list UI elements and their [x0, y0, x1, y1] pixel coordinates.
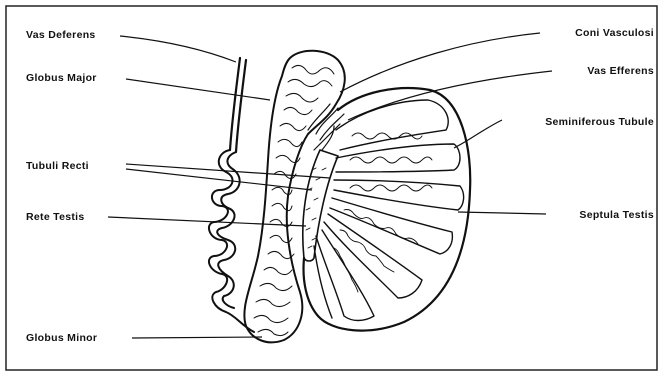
epididymis-drawing [244, 51, 344, 343]
testis-body-drawing [304, 88, 471, 331]
label-rete-testis: Rete Testis [26, 211, 85, 223]
leader-vas-deferens [120, 36, 236, 62]
label-coni-vasculosi: Coni Vasculosi [575, 27, 654, 39]
leader-coni-vasculosi [340, 33, 540, 92]
label-seminiferous-tubule: Seminiferous Tubule [545, 116, 654, 128]
leader-globus-minor [132, 337, 262, 338]
label-globus-minor: Globus Minor [26, 332, 97, 344]
label-vas-deferens: Vas Deferens [26, 29, 96, 41]
label-vas-efferens: Vas Efferens [587, 65, 654, 77]
label-septula-testis: Septula Testis [579, 209, 654, 221]
vas-deferens-drawing [209, 58, 254, 332]
leader-globus-major [126, 79, 270, 100]
leader-septula-testis [458, 212, 546, 214]
leader-rete-testis [108, 217, 306, 226]
label-tubuli-recti: Tubuli Recti [26, 160, 89, 172]
leader-tubuli-recti-b [126, 169, 312, 190]
leader-vas-efferens [348, 71, 552, 120]
leader-lines [108, 33, 552, 338]
label-globus-major: Globus Major [26, 72, 97, 84]
rete-testis-drawing [303, 150, 338, 261]
